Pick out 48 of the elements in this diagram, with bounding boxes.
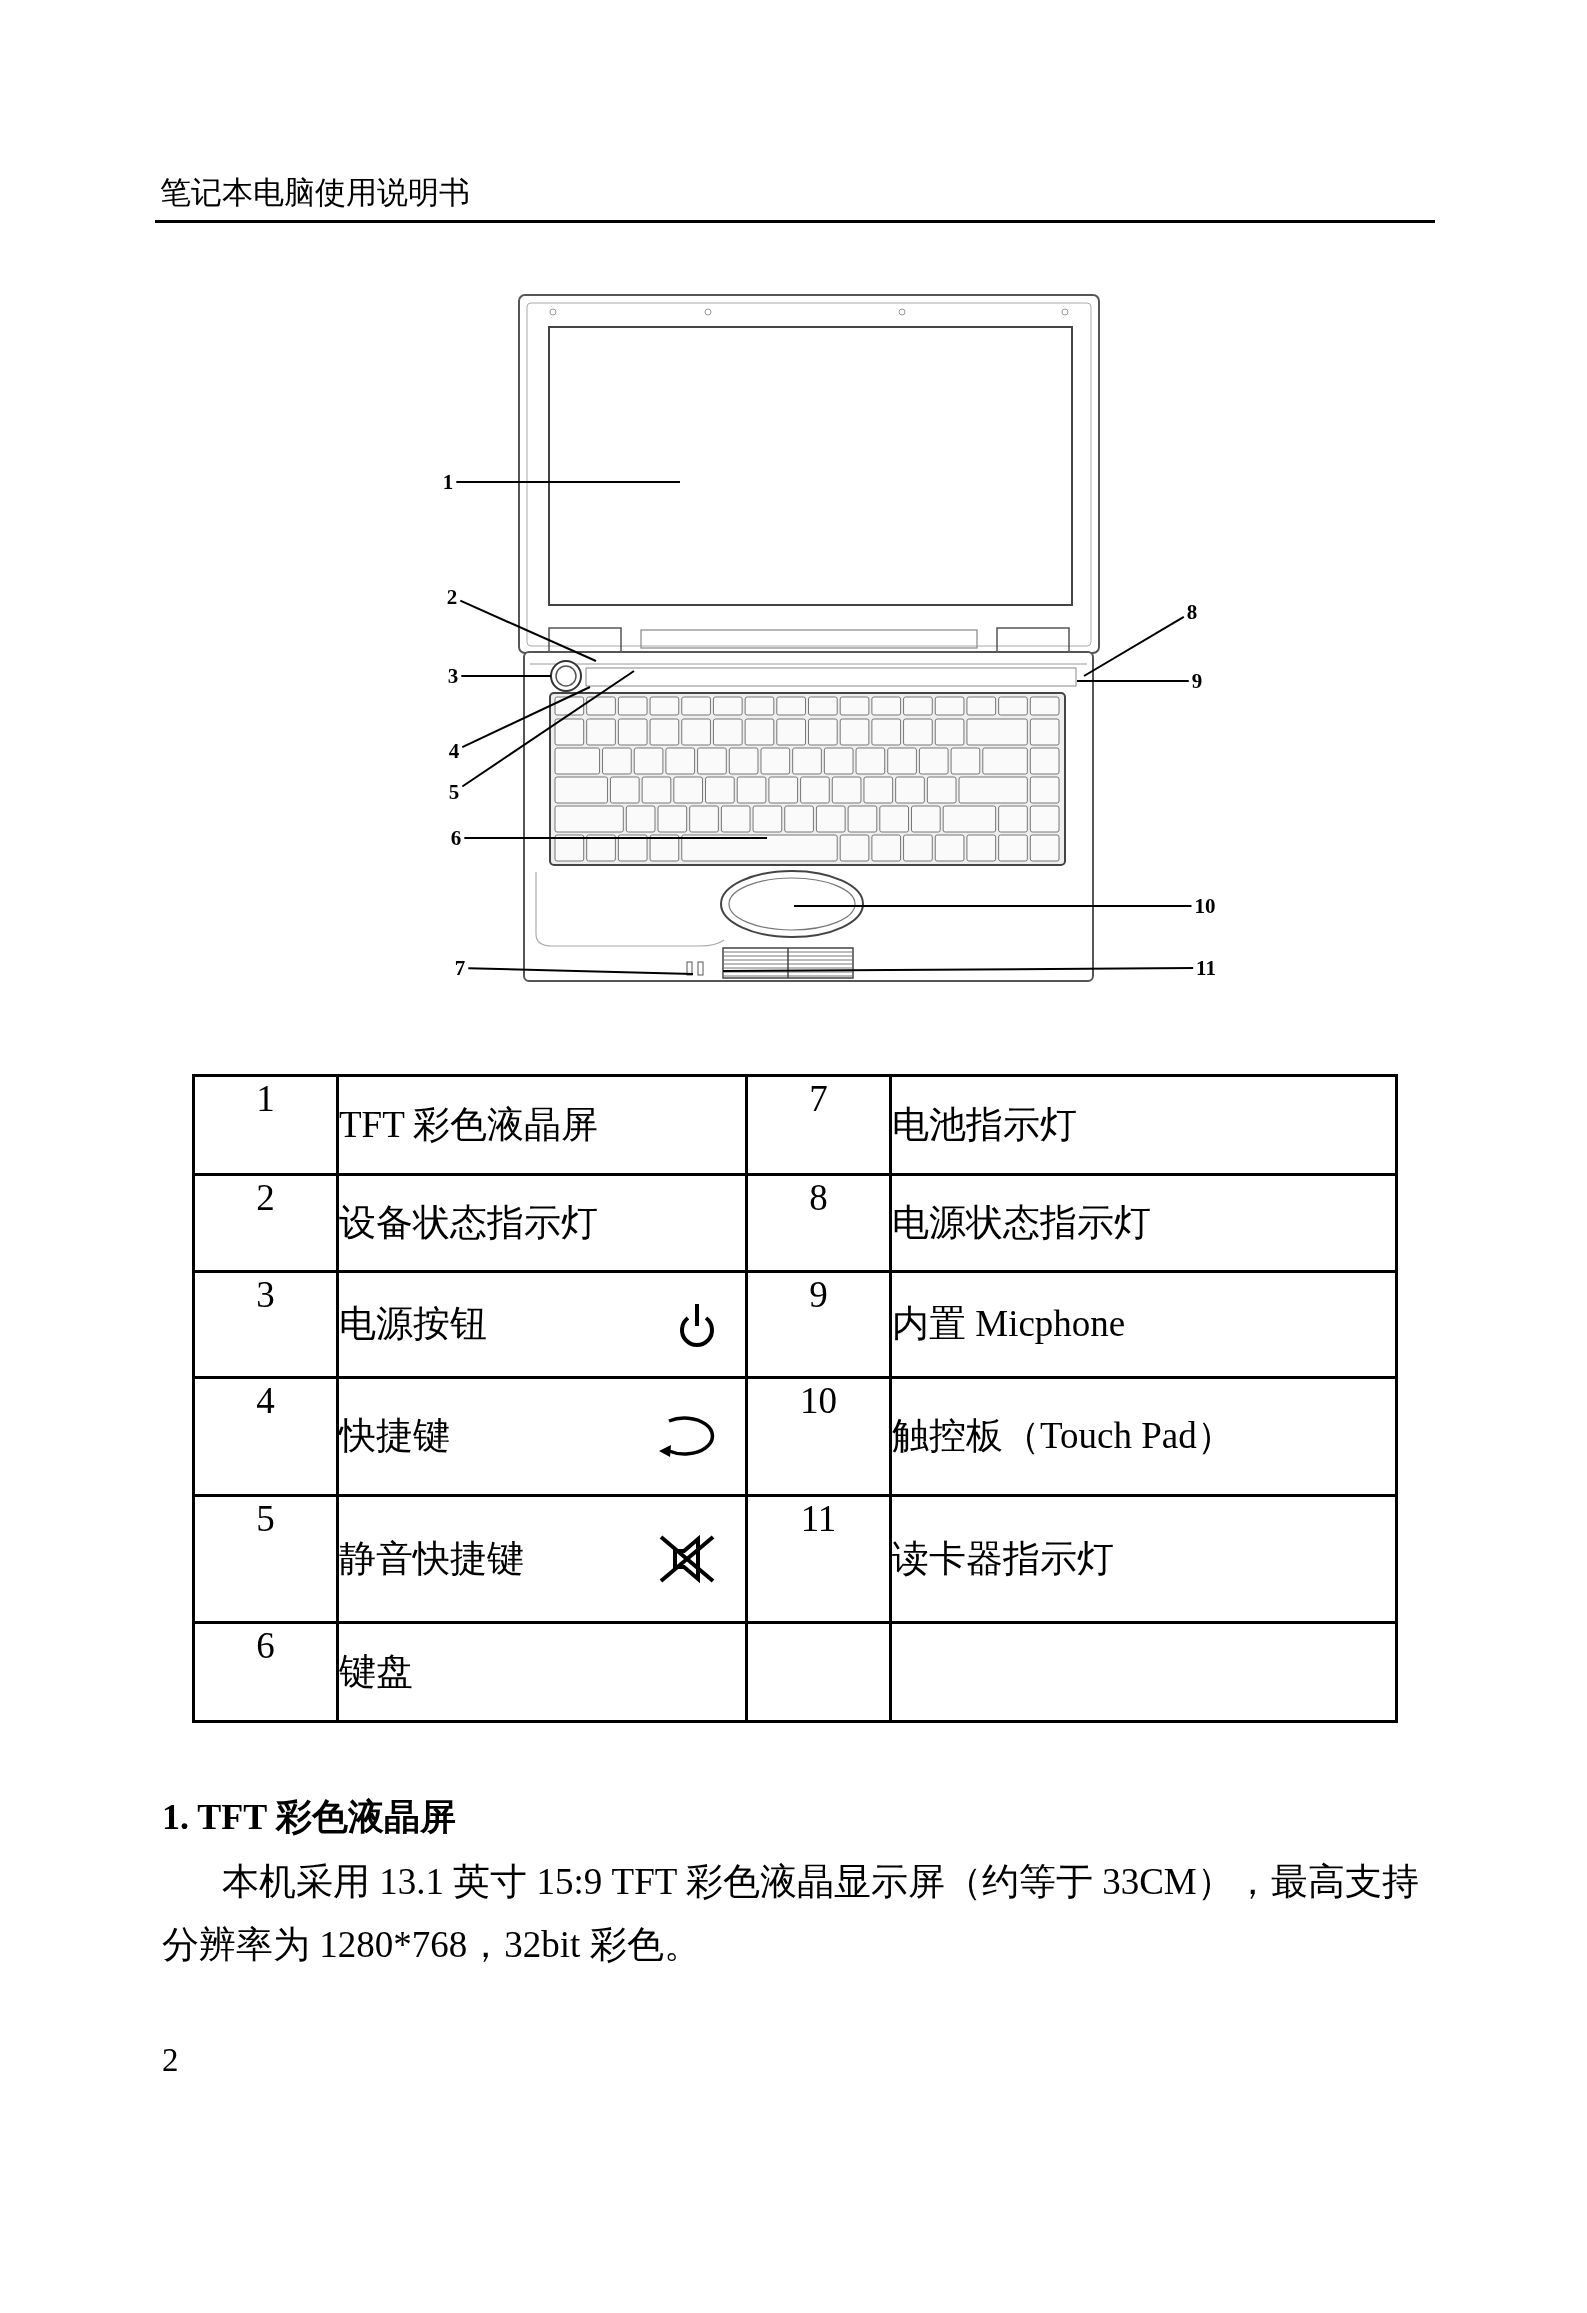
callout-number: 2 (446, 586, 458, 608)
item-number: 1 (256, 1078, 275, 1119)
body-paragraph: 本机采用 13.1 英寸 15:9 TFT 彩色液晶显示屏（约等于 33CM），最高支持分辨率为 1280*768，32bit 彩色。 (162, 1860, 1420, 1967)
part-name: 设备状态指示灯 (339, 1201, 598, 1243)
callout-number: 1 (442, 471, 454, 493)
part-name: TFT 彩色液晶屏 (339, 1103, 599, 1145)
leader-line (793, 905, 1193, 907)
item-number: 11 (800, 1498, 837, 1539)
part-name: 键盘 (339, 1650, 413, 1692)
page-number: 2 (162, 2042, 179, 2079)
part-name: 内置 Micphone (892, 1303, 1126, 1345)
callout-number: 7 (454, 957, 466, 979)
leader-line (459, 599, 597, 662)
callout-number: 10 (1194, 895, 1216, 917)
leader-line (460, 675, 552, 677)
leader-line (461, 686, 591, 749)
running-header: 笔记本电脑使用说明书 (160, 174, 470, 212)
leader-line (467, 967, 694, 975)
section-heading: 1. TFT 彩色液晶屏 (162, 1796, 456, 1839)
item-number: 8 (809, 1177, 828, 1218)
part-name: 读卡器指示灯 (892, 1537, 1114, 1579)
part-name: 电池指示灯 (892, 1103, 1077, 1145)
leader-line (461, 670, 635, 788)
item-number: 9 (809, 1274, 828, 1315)
leader-line (722, 967, 1195, 972)
item-number: 2 (256, 1177, 275, 1218)
part-name: 快捷键 (339, 1414, 450, 1459)
callout-number: 5 (448, 781, 460, 803)
leader-line (463, 837, 768, 839)
item-number: 4 (256, 1380, 275, 1421)
callout-number: 3 (447, 665, 459, 687)
part-name: 电源按钮 (339, 1302, 487, 1347)
part-name: 电源状态指示灯 (892, 1201, 1151, 1243)
leader-line (1083, 615, 1185, 677)
item-number: 7 (809, 1078, 828, 1119)
callout-number: 9 (1191, 670, 1203, 692)
callout-number: 6 (450, 827, 462, 849)
callout-number: 4 (448, 740, 460, 762)
callout-number: 8 (1186, 601, 1198, 623)
item-number: 6 (256, 1625, 275, 1666)
callout-number: 11 (1196, 957, 1216, 979)
item-number: 3 (256, 1274, 275, 1315)
leader-line (455, 481, 681, 483)
part-name: 触控板（Touch Pad） (892, 1415, 1234, 1457)
item-number: 10 (800, 1380, 837, 1421)
item-number: 5 (256, 1498, 275, 1539)
leader-line (1076, 680, 1190, 682)
part-name: 静音快捷键 (339, 1536, 524, 1581)
